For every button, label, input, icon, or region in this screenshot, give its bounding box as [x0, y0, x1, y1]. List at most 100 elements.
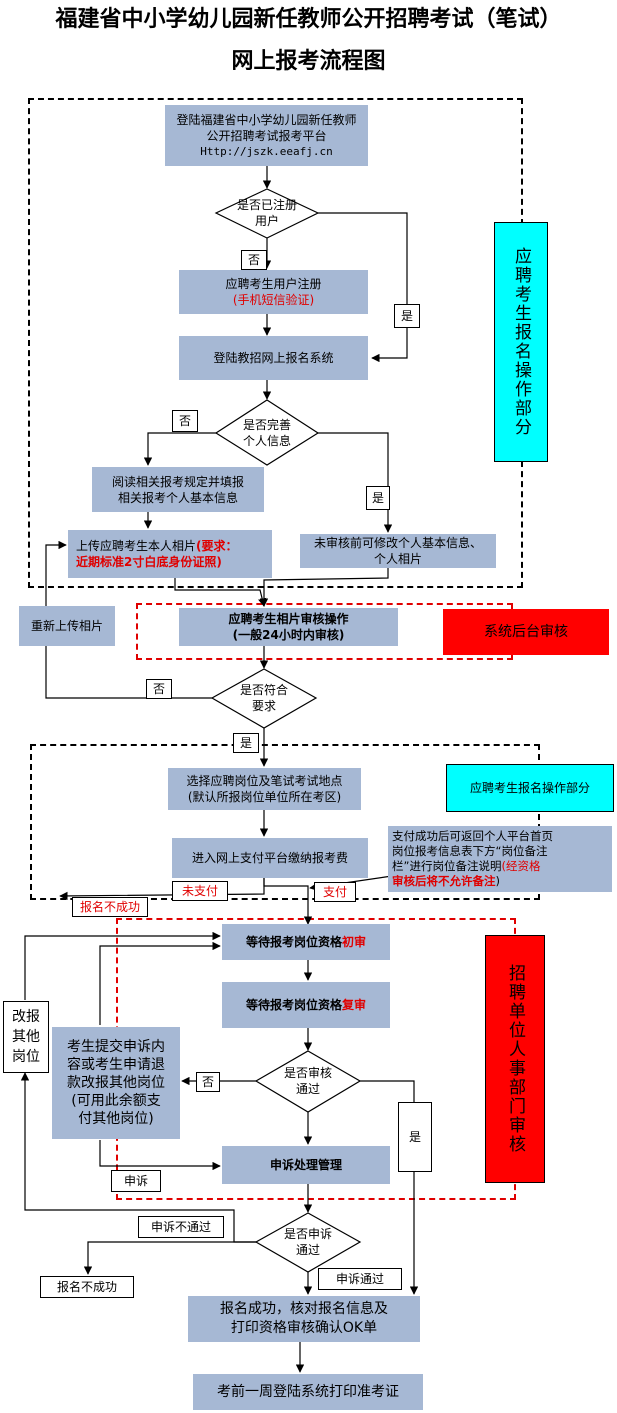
registered-q-line1: 是否已注册	[236, 198, 297, 212]
edge-label-appeal-fail: 申诉不通过	[138, 1216, 224, 1238]
choose-post-line2: (默认所报岗位单位所在考区)	[187, 790, 342, 804]
upload-photo-req: (要求：	[196, 539, 238, 553]
choose-post-line1: 选择应聘岗位及笔试考试地点	[186, 774, 343, 788]
pass-q-line2: 通过	[295, 1082, 320, 1096]
edge-yes-4-text: 是	[408, 1130, 421, 1144]
meet-decision: 是否符合要求	[219, 682, 309, 714]
employer-review-label: 招聘单位人事部门审核	[485, 935, 545, 1183]
complete-q-line2: 个人信息	[242, 434, 291, 448]
candidate-part-label-1: 应聘考生报名操作部分	[494, 222, 548, 462]
page-title: 福建省中小学幼儿园新任教师公开招聘考试（笔试）	[55, 6, 562, 32]
pay-box: 进入网上支付平台缴纳报考费	[172, 838, 368, 878]
edge-label-yes-3: 是	[233, 733, 259, 753]
edge-label-yes-4: 是	[398, 1102, 432, 1172]
edge-paid-text: 支付	[322, 885, 347, 899]
complete-decision-shape	[214, 399, 320, 466]
appeal-decision: 是否申诉通过	[263, 1226, 353, 1258]
pay-note-line3: 栏”进行岗位备注说明(经资格	[392, 859, 540, 874]
login-platform-box: 登陆福建省中小学幼儿园新任教师 公开招聘考试报考平台 Http://jszk.e…	[165, 105, 368, 166]
print-ticket-box: 考前一周登陆系统打印准考证	[193, 1374, 423, 1410]
wait-second-review-box: 等待报考岗位资格复审	[222, 982, 390, 1028]
appeal-q-line2: 通过	[295, 1243, 320, 1257]
appeal-refund-line2: 容或考生申请退	[67, 1057, 165, 1073]
pass-decision-shape	[254, 1050, 362, 1113]
appeal-q-line1: 是否申诉	[283, 1227, 332, 1241]
pay-note-line3-text: 栏”进行岗位备注说明	[392, 859, 502, 873]
read-rules-line2: 相关报考个人基本信息	[117, 490, 238, 505]
appeal-management-box: 申诉处理管理	[222, 1146, 390, 1184]
photo-review-line2: (一般24小时内审核)	[232, 628, 345, 642]
edge-label-yes-1: 是	[394, 304, 420, 328]
pay-note-line4-text: )	[495, 874, 501, 888]
candidate-part-text-1: 应聘考生报名操作部分	[511, 247, 531, 437]
edge-label-yes-2: 是	[366, 486, 390, 510]
pay-label: 进入网上支付平台缴纳报考费	[191, 851, 348, 865]
pay-note-line4-red: 审核后将不允许备注	[392, 874, 496, 888]
pay-note-line4: 审核后将不允许备注)	[392, 874, 500, 889]
pay-note-box: 支付成功后可返回个人平台首页 岗位报考信息表下方“岗位备注 栏”进行岗位备注说明…	[388, 826, 612, 892]
upload-photo-line1: 上传应聘考生本人相片(要求：	[76, 538, 238, 554]
edge-no-3-text: 否	[152, 682, 165, 696]
reupload-label: 重新上传相片	[30, 619, 103, 633]
meet-q-line2: 要求	[251, 699, 276, 713]
appeal-refund-line5: 付其他岗位)	[78, 1111, 154, 1127]
edge-label-appeal: 申诉	[111, 1170, 161, 1192]
edge-yes-3-text: 是	[239, 736, 252, 750]
edge-no-2-text: 否	[178, 414, 191, 428]
change-post-line1: 改报	[12, 1009, 40, 1025]
login-system-box: 登陆教招网上报名系统	[179, 336, 368, 380]
appeal-management-label: 申诉处理管理	[269, 1158, 342, 1172]
login-platform-line2: 公开招聘考试报考平台	[206, 128, 327, 143]
change-post-box: 改报 其他 岗位	[3, 1001, 49, 1073]
success-box: 报名成功，核对报名信息及 打印资格审核确认OK单	[188, 1296, 420, 1342]
wait-second-red: 复审	[342, 998, 367, 1012]
change-post-line3: 岗位	[12, 1049, 40, 1065]
page-subtitle: 网上报考流程图	[231, 48, 386, 74]
edge-no-1-text: 否	[247, 253, 260, 267]
appeal-refund-line3: 款改报其他岗位	[67, 1075, 165, 1091]
edge-yes-1-text: 是	[400, 309, 413, 323]
change-post-line2: 其他	[12, 1029, 40, 1045]
backend-review-text: 系统后台审核	[484, 624, 568, 640]
candidate-part-label-2: 应聘考生报名操作部分	[446, 764, 614, 812]
edge-fail-top-text: 报名不成功	[79, 900, 140, 914]
register-note: (手机短信验证)	[232, 293, 315, 307]
edge-appeal-pass-text: 申诉通过	[335, 1272, 384, 1286]
login-system-label: 登陆教招网上报名系统	[213, 351, 334, 365]
upload-photo-text: 上传应聘考生本人相片	[76, 539, 197, 553]
edge-yes-2-text: 是	[371, 491, 384, 505]
edge-appeal-fail-text: 申诉不通过	[150, 1220, 211, 1234]
photo-review-box: 应聘考生相片审核操作 (一般24小时内审核)	[179, 608, 398, 646]
register-line1: 应聘考生用户注册	[225, 277, 322, 291]
wait-first-text: 等待报考岗位资格	[245, 935, 342, 949]
pay-note-line1: 支付成功后可返回个人平台首页	[392, 829, 553, 843]
complete-q-line1: 是否完善	[242, 418, 291, 432]
wait-first-review-box: 等待报考岗位资格初审	[222, 924, 390, 960]
pass-decision: 是否审核通过	[263, 1065, 353, 1097]
candidate-region-2	[30, 744, 540, 900]
edge-label-fail-top: 报名不成功	[72, 897, 148, 917]
edge-label-unpaid: 未支付	[172, 881, 228, 901]
complete-decision: 是否完善个人信息	[222, 417, 312, 449]
photo-review-line1: 应聘考生相片审核操作	[228, 612, 349, 626]
modify-info-box: 未审核前可修改个人基本信息、 个人相片	[300, 534, 496, 568]
edge-appeal-text: 申诉	[123, 1174, 148, 1188]
success-line1: 报名成功，核对报名信息及	[220, 1301, 388, 1317]
login-platform-line1: 登陆福建省中小学幼儿园新任教师	[176, 112, 357, 127]
edge-label-paid: 支付	[314, 882, 356, 902]
edge-label-no-2: 否	[172, 410, 198, 432]
edge-label-no-3: 否	[146, 679, 172, 699]
reupload-box: 重新上传相片	[19, 606, 115, 646]
backend-review-label: 系统后台审核	[443, 609, 609, 655]
registered-decision: 是否已注册用户	[222, 197, 312, 229]
candidate-part-text-2: 应聘考生报名操作部分	[469, 781, 590, 795]
meet-q-line1: 是否符合	[239, 683, 288, 697]
employer-review-text: 招聘单位人事部门审核	[505, 964, 525, 1154]
edge-unpaid-text: 未支付	[181, 884, 218, 898]
appeal-or-refund-box: 考生提交申诉内 容或考生申请退 款改报其他岗位 (可用此余额支 付其他岗位)	[52, 1027, 180, 1139]
report-fail-label: 报名不成功	[56, 1280, 117, 1294]
upload-photo-box: 上传应聘考生本人相片(要求： 近期标准2寸白底身份证照)	[68, 530, 272, 578]
pay-note-line2: 岗位报考信息表下方“岗位备注	[392, 844, 548, 858]
registered-q-line2: 用户	[254, 214, 279, 228]
pay-note-line3-red: (经资格	[501, 859, 541, 873]
